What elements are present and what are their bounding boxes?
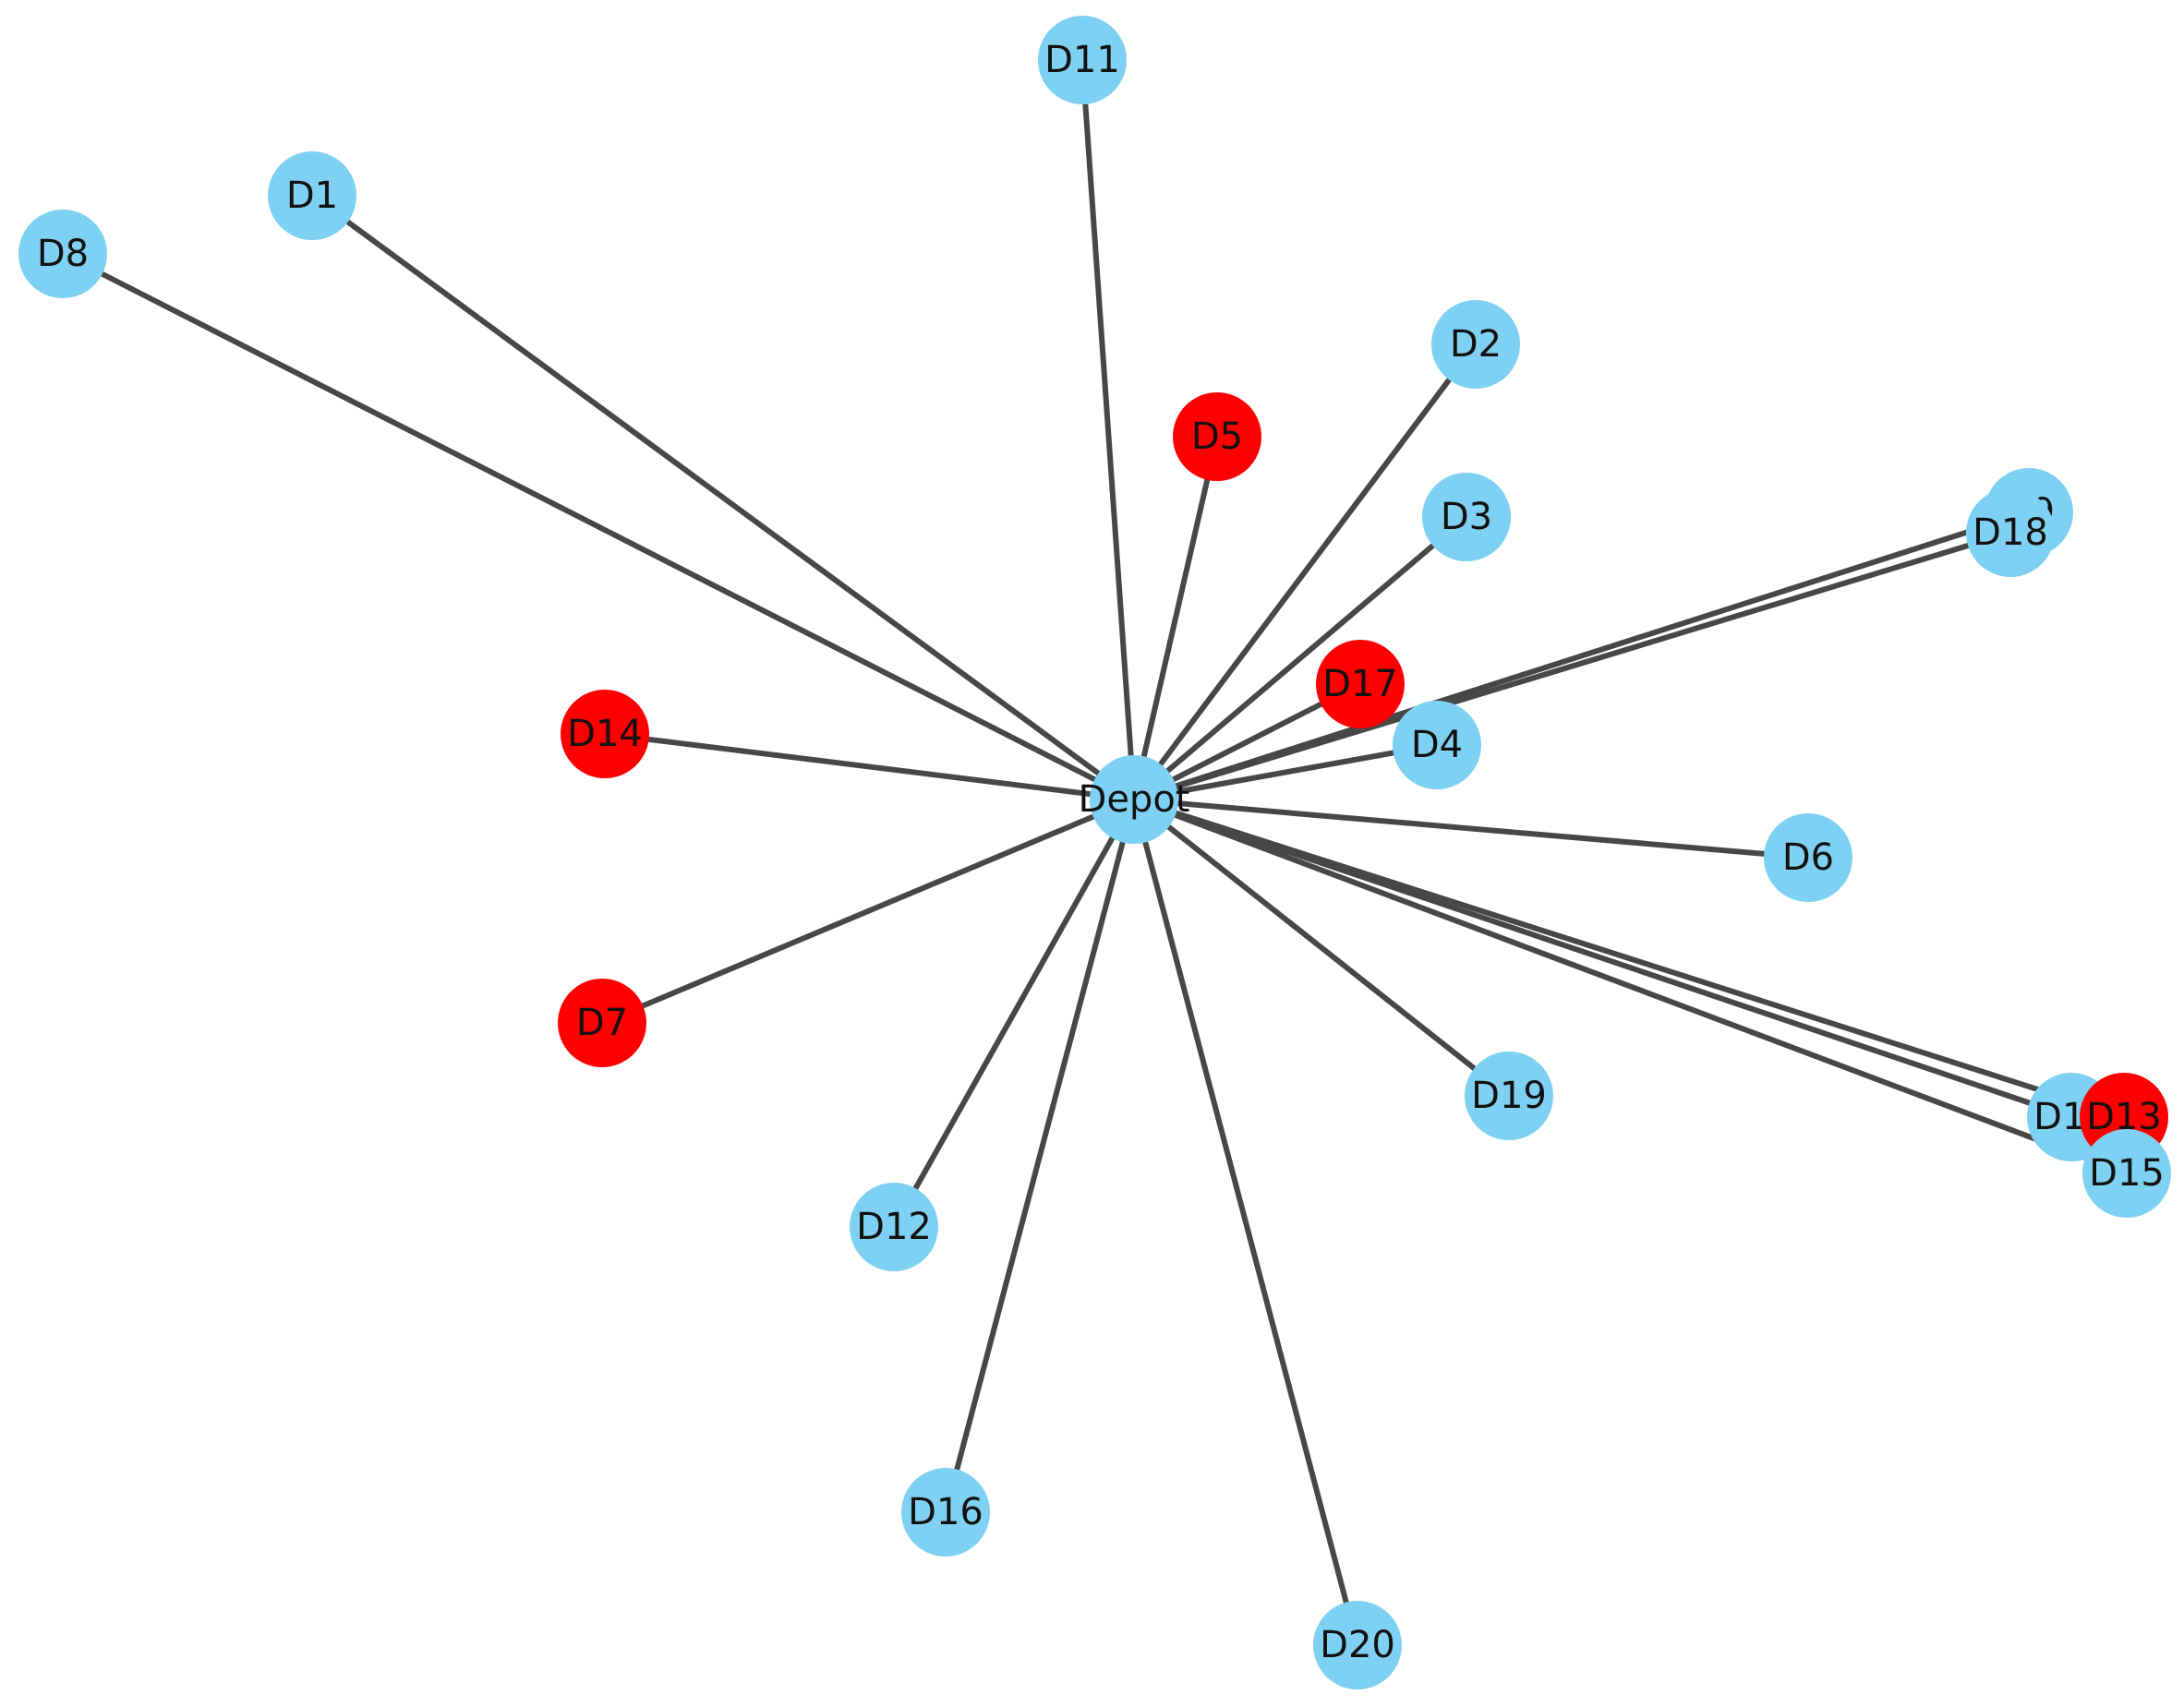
node-label: D8 [37, 233, 89, 275]
edge-depot-d6 [1131, 797, 1811, 860]
node-label: D4 [1411, 724, 1463, 766]
node-label: Depot [1079, 778, 1190, 821]
edge-depot-d13 [1131, 797, 2127, 1120]
node-d11: D11 [1038, 16, 1127, 104]
node-circle [1966, 488, 2055, 577]
node-label: D6 [1782, 836, 1834, 879]
node-circle [1764, 813, 1852, 902]
edge-depot-d12 [891, 797, 1137, 1230]
node-circle [901, 1468, 990, 1557]
node-circle [1431, 300, 1520, 389]
node-circle [1422, 473, 1511, 561]
node-label: D18 [1973, 511, 2048, 554]
node-label: D17 [1322, 663, 1398, 705]
edge-depot-d16 [943, 797, 1137, 1515]
node-circle [1173, 392, 1261, 481]
node-d16: D16 [901, 1468, 990, 1557]
node-d3: D3 [1422, 473, 1511, 561]
node-circle [561, 690, 649, 778]
edge-layer [60, 57, 2130, 1648]
node-d8: D8 [18, 210, 107, 298]
edge-depot-d20 [1131, 797, 1360, 1648]
node-depot: Depot [1079, 755, 1190, 844]
node-label: D15 [2089, 1152, 2165, 1195]
node-label: D7 [576, 1002, 628, 1044]
edge-depot-d18 [1131, 530, 2013, 802]
node-circle [2082, 1129, 2171, 1218]
node-circle [1038, 16, 1127, 104]
edge-depot-d4 [1131, 742, 1440, 802]
node-d18: D18 [1966, 488, 2055, 577]
node-d12: D12 [850, 1183, 938, 1271]
edge-depot-d8 [60, 251, 1137, 802]
edge-depot-d11 [1080, 57, 1137, 802]
node-circle [1393, 701, 1481, 789]
node-circle [1316, 640, 1405, 728]
node-d15: D15 [2082, 1129, 2171, 1218]
node-label: D1 [286, 174, 338, 217]
node-d20: D20 [1313, 1601, 1402, 1689]
node-label: D16 [908, 1491, 983, 1533]
node-d17: D17 [1316, 640, 1405, 728]
node-circle [558, 979, 646, 1067]
node-label: D11 [1044, 39, 1120, 81]
node-d7: D7 [558, 979, 646, 1067]
node-layer: D11D1D8D2D5D3D9D18D17D14D4D6D7D19D10D13D… [18, 16, 2171, 1689]
node-circle [850, 1183, 938, 1271]
node-d2: D2 [1431, 300, 1520, 389]
edge-depot-d1 [309, 193, 1137, 802]
edge-depot-d7 [599, 797, 1137, 1026]
node-circle [1465, 1052, 1553, 1140]
node-d6: D6 [1764, 813, 1852, 902]
node-circle [268, 151, 356, 240]
node-circle [18, 210, 107, 298]
edge-depot-d15 [1131, 797, 2130, 1176]
edge-depot-d19 [1131, 797, 1512, 1099]
node-circle [1313, 1601, 1402, 1689]
node-label: D14 [567, 713, 643, 755]
node-d5: D5 [1173, 392, 1261, 481]
edge-depot-d3 [1131, 514, 1469, 802]
node-label: D19 [1471, 1075, 1547, 1117]
node-label: D12 [856, 1206, 932, 1248]
node-d14: D14 [561, 690, 649, 778]
edge-depot-d14 [602, 731, 1137, 802]
node-label: D3 [1441, 496, 1492, 538]
edge-depot-d2 [1131, 342, 1478, 802]
node-d1: D1 [268, 151, 356, 240]
node-label: D2 [1450, 323, 1502, 366]
node-d4: D4 [1393, 701, 1481, 789]
node-d19: D19 [1465, 1052, 1553, 1140]
node-label: D20 [1320, 1624, 1395, 1666]
edge-depot-d5 [1131, 434, 1220, 802]
node-label: D5 [1191, 415, 1243, 458]
node-circle [1090, 755, 1178, 844]
